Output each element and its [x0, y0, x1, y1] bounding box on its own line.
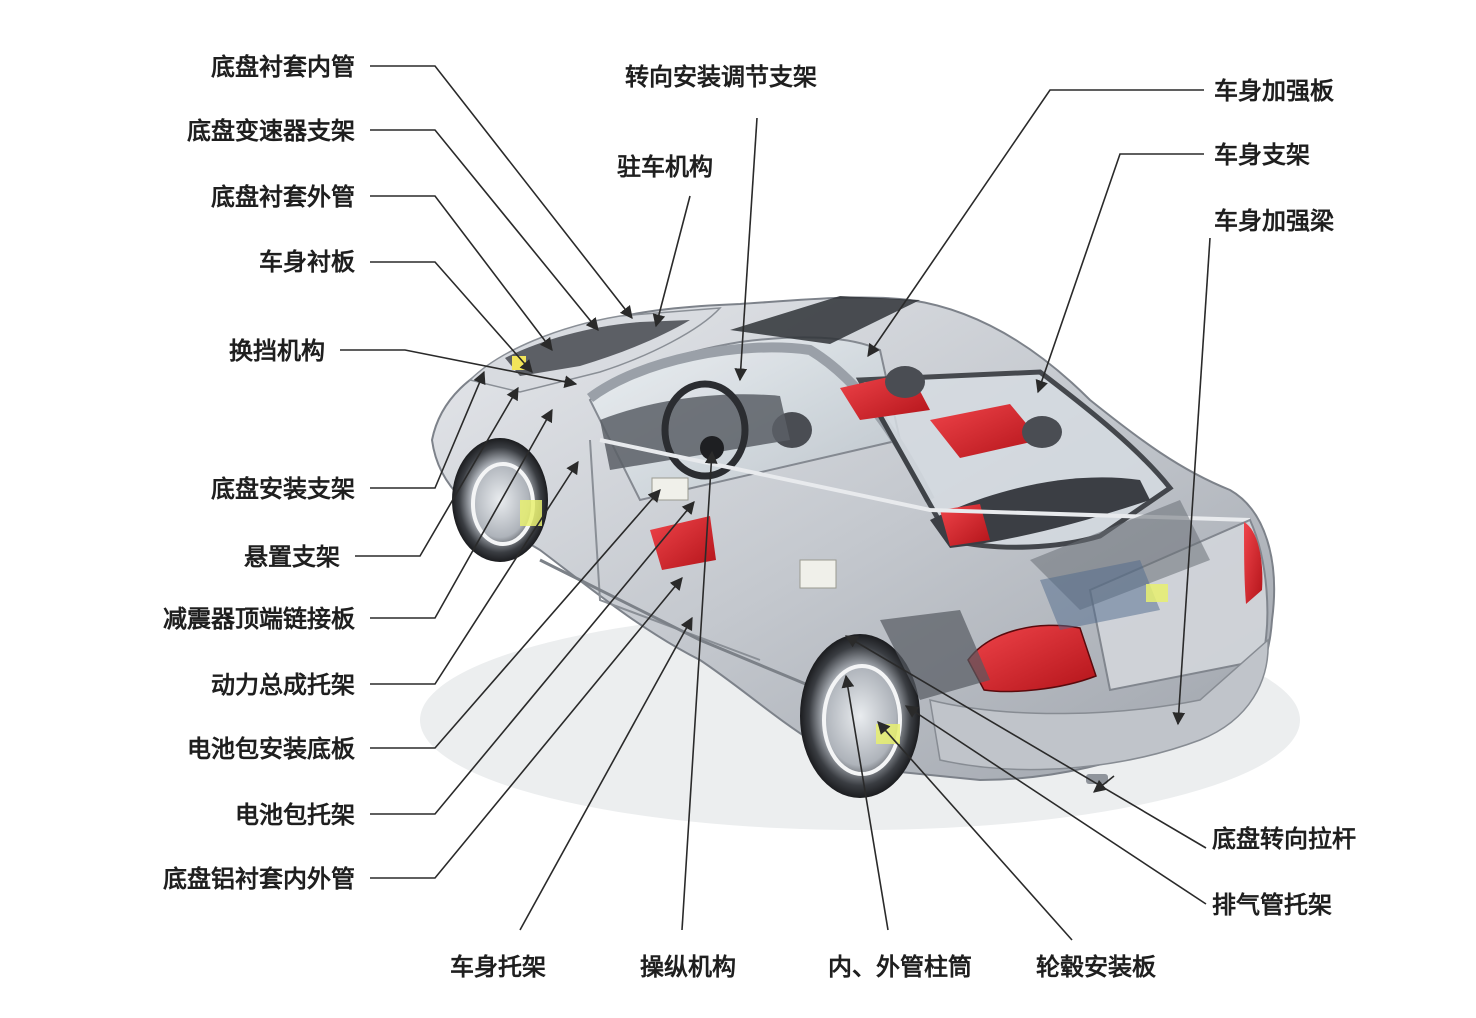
rear-bumper [929, 638, 1269, 771]
label-body-reinforcement-plate: 车身加强板 [1214, 77, 1334, 105]
label-body-liner-panel: 车身衬板 [259, 248, 355, 276]
label-hub-mounting-plate: 轮毂安装板 [1036, 953, 1156, 981]
leader-line-body-bracket [1035, 153, 1204, 394]
driver-seat [650, 516, 716, 570]
door-line [589, 439, 761, 661]
label-parking-mechanism: 驻车机构 [617, 153, 713, 181]
tail-light-left [967, 624, 1097, 693]
steering-wheel [661, 380, 749, 480]
label-chassis-steering-tie-rod: 底盘转向拉杆 [1212, 825, 1356, 853]
leader-line-suspension-bracket [355, 386, 519, 557]
label-body-bracket: 车身支架 [1214, 141, 1310, 169]
engine-bay [505, 320, 690, 376]
sunroof [730, 296, 920, 344]
label-chassis-bushing-inner-tube: 底盘衬套内管 [211, 53, 355, 81]
leader-line-powertrain-bracket [370, 460, 579, 685]
rear-seat-cushion [940, 504, 990, 546]
label-control-mechanism: 操纵机构 [640, 953, 736, 981]
sill-bracket [799, 559, 837, 589]
label-chassis-mounting-bracket: 底盘安装支架 [211, 475, 355, 503]
leader-line-hub-mounting-plate [877, 721, 1073, 941]
sill-bracket [651, 477, 689, 501]
leader-line-chassis-mounting-bracket [370, 370, 486, 489]
label-chassis-bushing-outer-tube: 底盘衬套外管 [211, 183, 355, 211]
label-battery-pack-bracket: 电池包托架 [235, 801, 355, 829]
leader-line-body-bracket-lower [519, 616, 693, 931]
headrest [1022, 416, 1062, 448]
label-body-bracket-lower: 车身托架 [450, 953, 546, 981]
leader-line-battery-pack-mounting-base-plate [370, 489, 661, 749]
label-body-reinforcement-beam: 车身加强梁 [1214, 207, 1334, 235]
label-inner-outer-tube-column: 内、外管柱筒 [828, 953, 972, 981]
leader-line-steering-tie-rod-tip [1093, 775, 1115, 793]
label-exhaust-pipe-bracket: 排气管托架 [1212, 891, 1332, 919]
leader-line-chassis-transmission-bracket [370, 129, 599, 331]
leader-line-shock-absorber-top-link-plate [370, 408, 553, 619]
label-powertrain-bracket: 动力总成托架 [211, 671, 355, 699]
label-suspension-bracket: 悬置支架 [244, 543, 340, 571]
label-battery-pack-mounting-base-plate: 电池包安装底板 [187, 735, 355, 763]
label-chassis-aluminum-bushing-tubes: 底盘铝衬套内外管 [163, 865, 355, 893]
leader-line-chassis-bushing-inner-tube [370, 65, 633, 320]
leader-line-chassis-aluminum-bushing-tubes [370, 577, 683, 879]
leader-line-chassis-bushing-outer-tube [370, 195, 553, 352]
rear-suspension [880, 610, 990, 700]
label-steering-mount-adjust-bracket: 转向安装调节支架 [625, 63, 817, 91]
leader-line-battery-pack-bracket [370, 501, 695, 815]
rear-seat [930, 404, 1040, 458]
leader-line-body-liner-panel [370, 261, 533, 373]
leader-line-inner-outer-tube-column [841, 674, 889, 931]
leader-line-control-mechanism [681, 450, 718, 931]
front-mount-part [520, 500, 542, 526]
rear-subframe [1040, 560, 1160, 630]
label-gear-shift-mechanism: 换挡机构 [229, 337, 325, 365]
label-chassis-transmission-bracket: 底盘变速器支架 [187, 117, 355, 145]
tail-light-right [1244, 522, 1263, 604]
leader-line-exhaust-pipe-bracket [904, 705, 1207, 905]
leader-line-body-reinforcement-plate [867, 89, 1204, 358]
label-shock-absorber-top-link-plate: 减震器顶端链接板 [163, 605, 355, 633]
leader-line-gear-shift-mechanism [340, 349, 578, 389]
leader-line-body-reinforcement-beam [1172, 237, 1211, 726]
leader-line-chassis-steering-tie-rod [844, 635, 1207, 849]
leader-line-steering-mount-adjust-bracket [734, 117, 758, 382]
leader-line-parking-mechanism [652, 195, 691, 328]
trunk-mount-part [1146, 584, 1168, 602]
headrest [885, 366, 925, 398]
